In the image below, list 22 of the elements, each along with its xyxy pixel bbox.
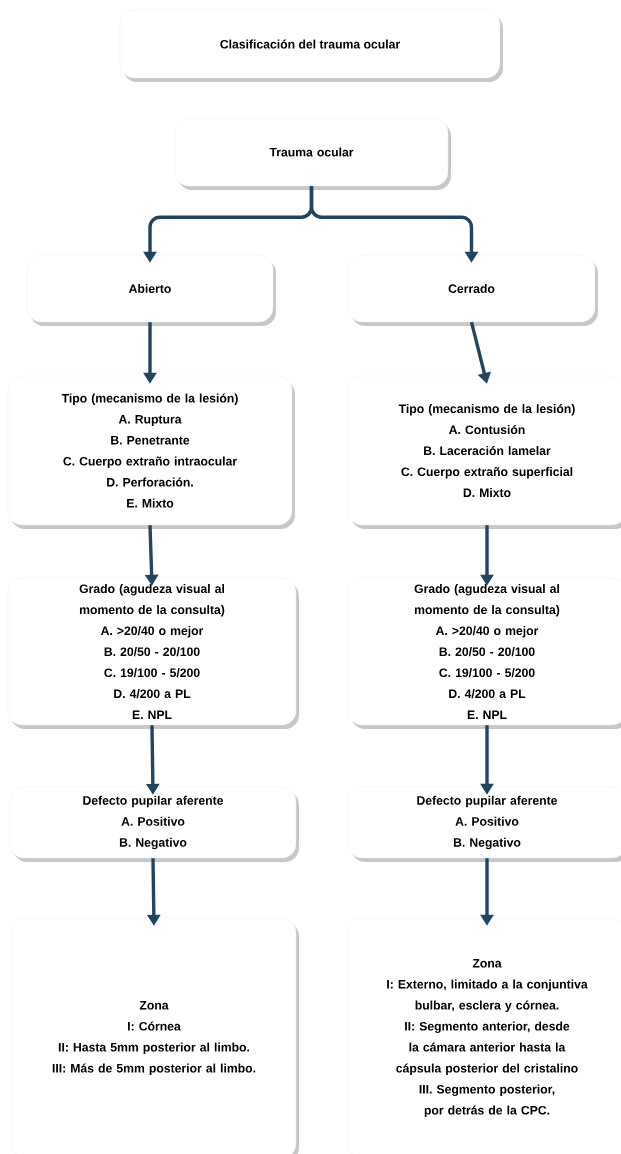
node-label: I: Externo, limitado a la conjuntiva bulbar, esclera y córnea. (387, 979, 588, 1012)
node-label: B. 20/50 - 20/100 (439, 647, 535, 657)
process-box: Zona I: Córnea II: Hasta 5mm posterior al limbo. III: Más de 5mm posterior al limbo. (11, 917, 299, 1154)
process-box: Trauma ocular (174, 117, 451, 190)
process-box: Tipo (mecanismo de la lesión) A. Ruptura B. Penetrante C. Cuerpo extraño intraocular D. Perforación. E. Mixto (7, 375, 295, 529)
node-label: III. Segmento posterior, por detrás de la CPC. (419, 1084, 555, 1117)
process-box: Cerrado (347, 254, 598, 326)
process-box: Defecto pupilar aferente A. Positivo B. Negativo (347, 786, 621, 862)
node-label: A. >20/40 o mejor (435, 626, 539, 638)
process-box: Grado (agudeza visual al momento de la consulta) A. >20/40 o mejor B. 20/50 - 20/100 C. 19/100 - 5/200 D. 4/200 a PL E. NPL (347, 577, 621, 729)
process-box: Zona I: Externo, limitado a la conjuntiva bulbar, esclera y córnea. II: Segmento anterior, desde la cámara anterior hasta la cápsula posterior del cristalino III. Segmento posterior, por detrás de la CPC. (347, 917, 621, 1154)
process-box: Defecto pupilar aferente A. Positivo B. Negativo (9, 786, 299, 862)
process-box: Grado (agudeza visual al momento de la consulta) A. >20/40 o mejor B. 20/50 - 20/100 C. 19/100 - 5/200 D. 4/200 a PL E. NPL (7, 577, 299, 729)
title-box: Clasificación del trauma ocular (119, 9, 503, 82)
node-label: Zona (472, 959, 502, 968)
node-label: II: Segmento anterior, desde la cámara anterior hasta la cápsula posterior del cristalino (396, 1021, 578, 1075)
node-label: E. NPL (467, 710, 507, 719)
process-box: Tipo (mecanismo de la lesión) A. Contusión B. Laceración lamelar C. Cuerpo extraño superficial D. Mixto (347, 375, 621, 529)
node-label: Grado (agudeza visual al momento de la consulta) (414, 584, 560, 617)
node-label: D. 4/200 a PL (449, 689, 526, 699)
process-box: Abierto (26, 254, 276, 326)
node-label: C. 19/100 - 5/200 (439, 668, 535, 678)
